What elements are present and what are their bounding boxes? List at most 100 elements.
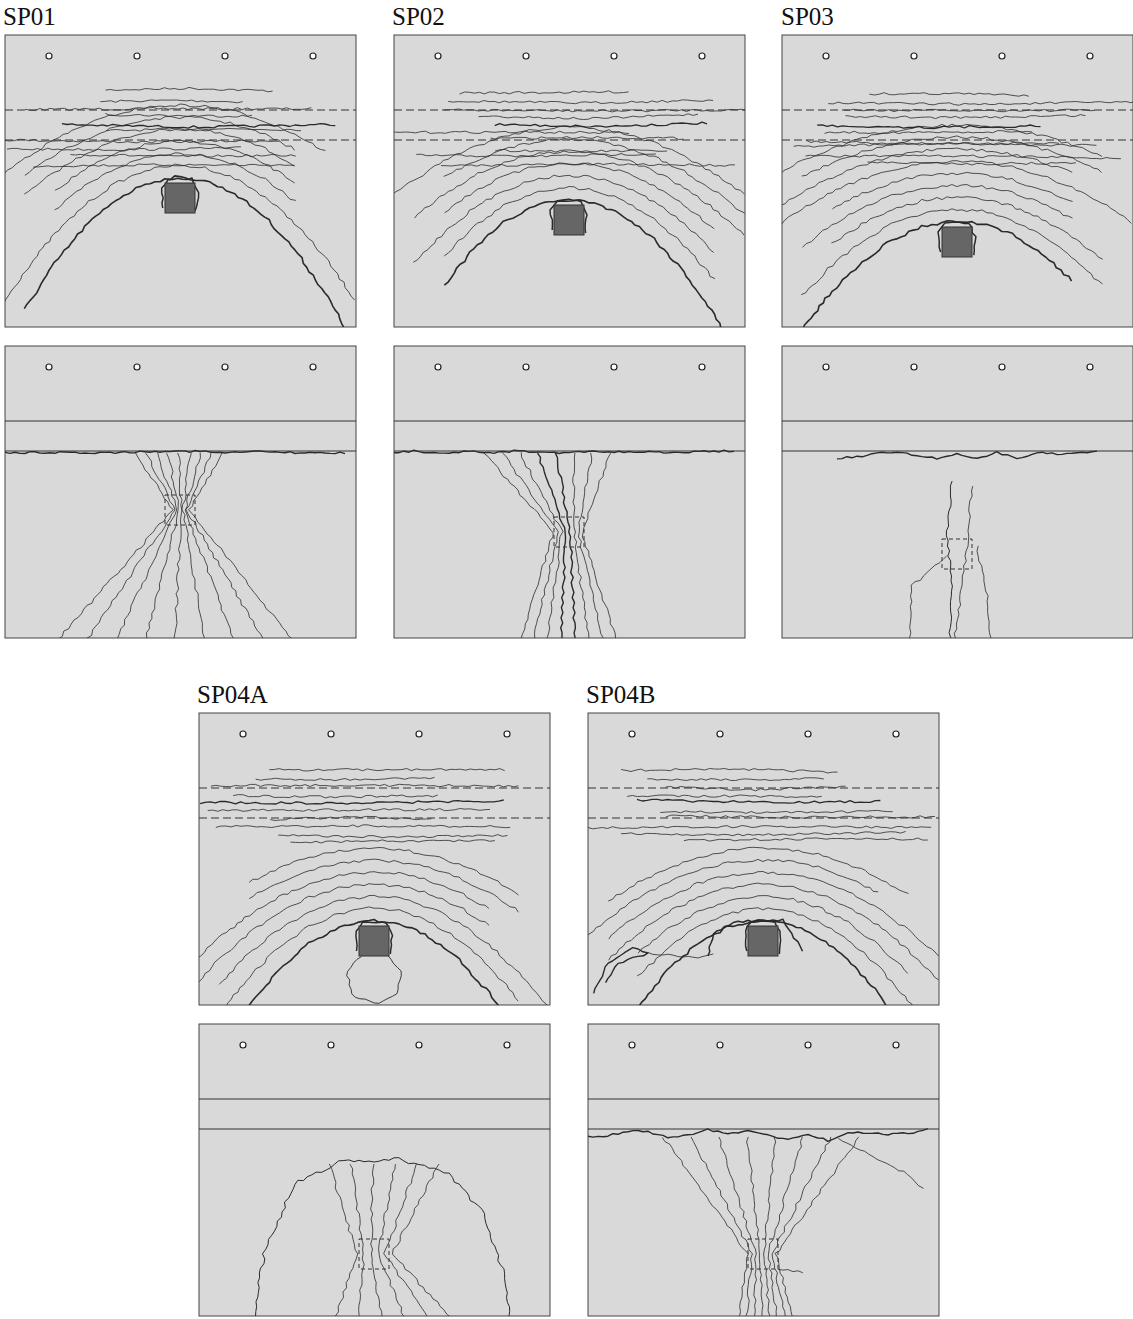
slab-outline — [5, 346, 356, 638]
reinforcement-dashed-line — [588, 788, 939, 789]
crack-line — [825, 131, 1033, 134]
crack-line — [831, 197, 1102, 260]
crack-line — [491, 136, 684, 139]
support-hole — [504, 1042, 510, 1048]
crack-line — [588, 1129, 928, 1142]
plate-outline-dashed — [554, 517, 584, 547]
specimen-label: SP04B — [586, 682, 655, 707]
support-hole — [823, 53, 829, 59]
crack-line — [782, 148, 1072, 210]
support-hole — [328, 1042, 334, 1048]
crack-line — [208, 809, 490, 812]
crack-line — [448, 100, 713, 104]
crack-line — [199, 872, 489, 967]
crack-line — [782, 124, 1102, 177]
support-hole — [134, 53, 140, 59]
reinforcement-dashed-line — [394, 110, 745, 111]
crack-line — [837, 451, 1097, 459]
crack-line — [256, 777, 435, 780]
crack-line — [290, 840, 494, 843]
crack-line — [782, 161, 1131, 229]
specimen-panel — [188, 713, 550, 1052]
support-hole — [805, 731, 811, 737]
crack-line — [371, 1164, 382, 1316]
crack-line — [394, 126, 744, 202]
crack-line — [186, 453, 266, 638]
reinforcement-dashed-line — [199, 818, 550, 819]
crack-line — [62, 124, 335, 128]
support-hole — [717, 731, 723, 737]
crack-line — [708, 919, 803, 956]
crack-line — [24, 129, 294, 194]
crack-line — [869, 93, 1029, 97]
crack-line — [393, 1164, 455, 1316]
crack-line — [484, 453, 553, 638]
crack-line — [639, 920, 938, 1005]
crack-line — [609, 883, 939, 980]
crack-line — [199, 884, 489, 991]
support-hole — [629, 1042, 635, 1048]
crack-group — [782, 93, 1133, 327]
crack-line — [347, 955, 402, 1003]
reinforcement-dashed-line — [5, 140, 356, 141]
crack-line — [867, 162, 1076, 165]
loading-plate — [359, 926, 389, 956]
crack-line — [637, 799, 880, 803]
support-hole — [893, 731, 899, 737]
crack-line — [954, 486, 973, 638]
support-hole — [911, 53, 917, 59]
crack-line — [146, 453, 179, 638]
crack-group — [394, 91, 745, 327]
crack-line — [803, 221, 1072, 327]
crack-line — [460, 91, 629, 94]
crack-line — [189, 453, 296, 639]
crack-line — [594, 948, 648, 994]
section-line — [394, 451, 745, 452]
specimen-panel — [394, 346, 745, 643]
section-line — [199, 1129, 550, 1130]
crack-line — [329, 1164, 357, 1316]
crack-line — [621, 769, 837, 774]
crack-line — [684, 838, 928, 841]
crack-line — [200, 800, 504, 804]
reinforcement-dashed-line — [782, 110, 1133, 111]
crack-line — [394, 131, 629, 134]
crack-group — [394, 450, 734, 638]
support-hole — [805, 1042, 811, 1048]
crack-group — [5, 451, 345, 639]
crack-group — [5, 87, 355, 327]
section-line — [394, 421, 745, 422]
specimen-label: SP02 — [392, 4, 445, 29]
reinforcement-dashed-line — [5, 110, 356, 111]
crack-line — [105, 113, 252, 117]
reinforcement-dashed-line — [394, 140, 745, 141]
slab-outline — [588, 1024, 939, 1316]
crack-line — [666, 786, 846, 791]
crack-line — [764, 1137, 776, 1316]
crack-line — [521, 452, 563, 638]
crack-line — [772, 1137, 831, 1316]
crack-line — [100, 100, 242, 103]
support-hole — [134, 364, 140, 370]
crack-line — [233, 795, 438, 798]
section-line — [782, 451, 1133, 452]
support-hole — [699, 53, 705, 59]
support-hole — [504, 731, 510, 737]
crack-line — [977, 546, 991, 638]
crack-line — [24, 176, 355, 327]
crack-line — [495, 122, 707, 127]
support-hole — [416, 731, 422, 737]
support-hole — [629, 731, 635, 737]
plate-outline-dashed — [748, 1239, 778, 1269]
crack-line — [116, 453, 177, 638]
support-hole — [222, 53, 228, 59]
support-hole — [435, 53, 441, 59]
specimen-panel — [5, 346, 356, 643]
loading-plate — [748, 926, 778, 956]
crack-line — [25, 116, 295, 175]
crack-line — [538, 453, 566, 638]
crack-line — [379, 1164, 408, 1316]
crack-line — [185, 453, 234, 638]
crack-line — [803, 185, 1073, 248]
